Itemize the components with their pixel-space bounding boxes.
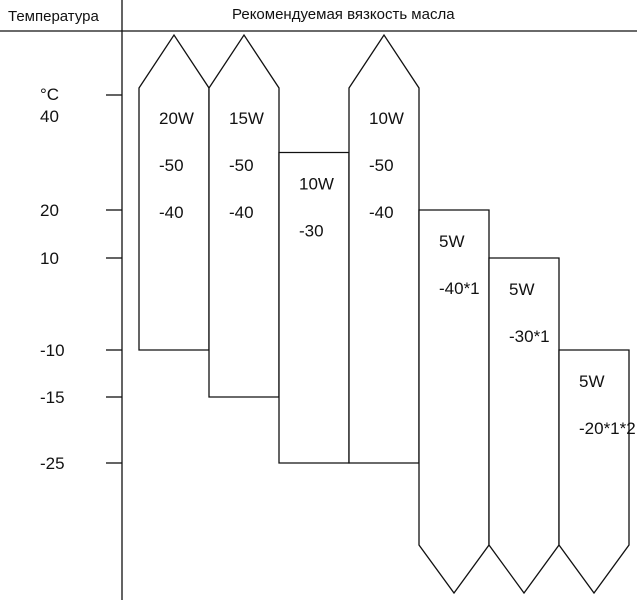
viscosity-band xyxy=(348,33,420,464)
viscosity-band xyxy=(558,349,630,595)
band-temperature-label: -40 xyxy=(229,203,254,222)
band-temperature-label: -30*1 xyxy=(509,327,550,346)
header-viscosity: Рекомендуемая вязкость масла xyxy=(232,6,455,23)
tick-label: 20 xyxy=(40,201,59,220)
viscosity-band xyxy=(138,33,210,351)
tick-label: 10 xyxy=(40,249,59,268)
band-temperature-label: -20*1*2 xyxy=(579,419,636,438)
band-grade-label: 15W xyxy=(229,109,264,128)
band-grade-label: 10W xyxy=(369,109,404,128)
viscosity-bands: 20W -50 -40 15W -50 -40 10W -30 10W -50 -40 5W -40*1… xyxy=(138,33,636,595)
temperature-axis: 40 20 10 -10 -15 -25 xyxy=(40,94,122,473)
band-temperature-label: -50 xyxy=(159,156,184,175)
tick-label: 40 xyxy=(40,107,59,126)
band-grade-label: 10W xyxy=(299,175,334,194)
header-temperature: Температура xyxy=(8,8,100,25)
viscosity-band xyxy=(278,151,350,464)
band-grade-label: 5W xyxy=(509,280,535,299)
viscosity-band xyxy=(418,209,490,595)
band-temperature-label: -50 xyxy=(369,156,394,175)
band-temperature-label: -40 xyxy=(159,203,184,222)
band-grade-label: 20W xyxy=(159,109,194,128)
band-grade-label: 5W xyxy=(579,372,605,391)
band-grade-label: 5W xyxy=(439,232,465,251)
band-temperature-label: -40 xyxy=(369,203,394,222)
band-temperature-label: -50 xyxy=(229,156,254,175)
tick-label: -10 xyxy=(40,341,65,360)
unit-label: °C xyxy=(40,85,59,104)
viscosity-band xyxy=(488,257,560,595)
band-temperature-label: -30 xyxy=(299,222,324,241)
tick-label: -25 xyxy=(40,454,65,473)
band-temperature-label: -40*1 xyxy=(439,279,480,298)
tick-label: -15 xyxy=(40,388,65,407)
